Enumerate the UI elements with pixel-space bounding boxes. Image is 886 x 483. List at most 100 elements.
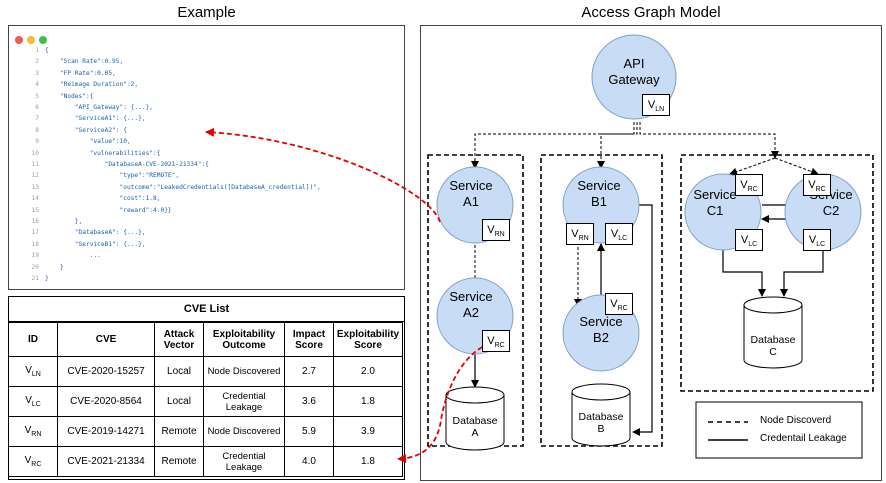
cve-id-subscript: LN [31, 371, 41, 378]
code-body: 1{2 "Scan Rate":0.95,3 "FP Rate":0.05,4 … [9, 45, 404, 287]
code-text: "Scan Rate":0.95, [45, 58, 124, 66]
tag-api-ln-subscript: LN [655, 106, 665, 114]
service-b1-label-line1: Service [577, 178, 621, 193]
header-exploitability-outcome: Exploitability Outcome [203, 322, 285, 357]
code-text: "DatabaseA-CVE-2021-21334":{ [45, 161, 209, 168]
api-gateway-label-line1: API [623, 56, 645, 71]
code-line: 20 } [9, 262, 64, 273]
code-text: "type":"REMOTE", [45, 172, 180, 180]
code-text: { [45, 47, 49, 54]
cve-id-letter: V [24, 425, 32, 436]
line-number: 2 [35, 58, 39, 66]
tag-b1-lc-subscript: LC [618, 235, 628, 243]
window-controls [15, 31, 51, 49]
database-a-label-line2: A [471, 427, 479, 439]
maximize-dot-icon [39, 36, 47, 44]
service-a1-label-line1: Service [449, 178, 493, 193]
legend-box [695, 401, 863, 459]
code-line: 2 "Scan Rate":0.95, [9, 56, 123, 67]
example-title: Example [177, 4, 236, 21]
line-number: 6 [35, 104, 39, 111]
code-line: 14 "cost":1.8, [9, 193, 161, 204]
service-c1-label-line1: Service [693, 187, 737, 202]
cve-id-cell: VLN [8, 356, 58, 387]
tag-a2-rc-letter: V [487, 335, 495, 347]
access-graph-title: Access Graph Model [581, 4, 721, 21]
line-number: 14 [31, 195, 39, 203]
legend-dashed-label: Node Discoverd [760, 415, 832, 426]
code-line: 8 "ServiceA2": { [9, 125, 127, 136]
exploitability-score-cell: 1.8 [333, 446, 403, 477]
tag-b1-lc: VLC [605, 223, 633, 245]
tag-a2-rc: VRC [482, 330, 510, 352]
line-number: 17 [31, 229, 39, 237]
service-b2-label-line2: B2 [593, 330, 609, 345]
exploitability-score-cell: 3.9 [333, 416, 403, 447]
code-text: "Reimage Duration":2, [45, 81, 139, 89]
tag-c2-rc-letter: V [808, 179, 816, 191]
exploitability-score-cell: 1.8 [333, 386, 403, 417]
tag-b1-rn-letter: V [571, 228, 579, 240]
code-line: 12 "type":"REMOTE", [9, 170, 180, 181]
tag-a2-rc-subscript: RC [494, 342, 505, 350]
tag-a1-rn-letter: V [487, 224, 495, 236]
cve-id-letter: V [25, 365, 32, 376]
cve-list-title: CVE List [9, 297, 404, 322]
edge-api-a1 [471, 122, 635, 169]
code-text: "ServiceB1": {...}, [45, 240, 146, 248]
code-text: "vulnerabilities":{ [45, 149, 161, 157]
cve-number-cell: CVE-2019-14271 [57, 416, 155, 447]
database-a-label-line1: Database [452, 415, 498, 427]
header-exploitability-score: Exploitability Score [333, 322, 403, 357]
edge-c-c2 [774, 157, 819, 176]
code-text: "cost":1.8, [45, 195, 161, 203]
api-gateway-label-line2: Gateway [608, 72, 660, 87]
line-number: 9 [35, 138, 39, 146]
code-line: 3 "FP Rate":0.05, [9, 68, 116, 79]
exploitability-score-cell: 2.0 [333, 356, 403, 387]
database-b-label-line2: B [597, 423, 605, 435]
tag-b1-rn-subscript: RN [578, 235, 589, 243]
code-line: 17 "DatabaseA": {...}, [9, 227, 146, 238]
outcome-cell: Node Discovered [203, 416, 285, 447]
code-line: 11 "DatabaseA-CVE-2021-21334":{ [9, 159, 209, 170]
tag-c2-lc: VLC [803, 229, 831, 251]
outcome-cell: Credential Leakage [203, 386, 285, 417]
line-number: 11 [31, 161, 39, 168]
code-text: } [45, 275, 49, 282]
line-number: 15 [31, 206, 39, 214]
tag-c1-rc-subscript: RC [747, 186, 758, 194]
code-line: 5 "Nodes":{ [9, 91, 93, 102]
code-line: 19 ... [9, 250, 101, 261]
cve-id-subscript: RC [31, 461, 42, 468]
cve-id-subscript: LC [31, 401, 41, 408]
line-number: 7 [35, 115, 39, 123]
tag-api-ln: VLN [642, 94, 670, 116]
tag-b2-rc: VRC [605, 293, 633, 315]
tag-c2-lc-letter: V [808, 234, 817, 246]
legend-solid-label: Credentail Leakage [760, 433, 847, 444]
tag-c1-lc-letter: V [740, 234, 749, 246]
line-number: 13 [31, 183, 39, 191]
close-dot-icon [15, 36, 23, 44]
service-c2-label-line2: C2 [822, 203, 840, 218]
code-line: 21} [9, 273, 49, 284]
cve-id-letter: V [25, 395, 32, 406]
attack-path-code-link [205, 127, 441, 223]
service-b2-label-line1: Service [579, 314, 623, 329]
code-text: "ServiceA1": {...}, [45, 115, 146, 123]
code-text: "DatabaseA": {...}, [45, 229, 146, 237]
edge-b1-dbb [632, 204, 653, 436]
tag-c1-lc-subscript: LC [748, 241, 758, 249]
service-a2-label-line1: Service [449, 289, 493, 304]
database-c-cylinder [743, 296, 803, 369]
cve-list-panel: CVE List ID CVE Attack Vector Exploitabi… [8, 296, 405, 480]
service-a1-label-line2: A1 [463, 194, 479, 209]
code-line: 6 "API_Gateway": {...}, [9, 102, 153, 113]
